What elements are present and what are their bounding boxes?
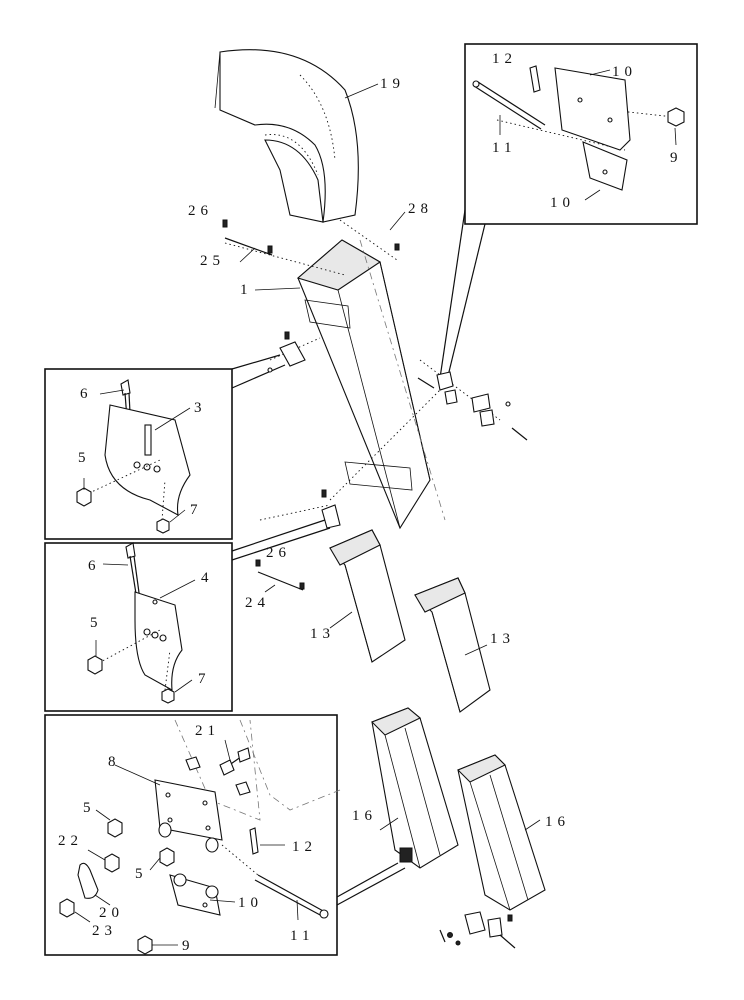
label-9-bottom: 9: [182, 938, 195, 954]
detail-bracket-3: [76, 379, 191, 534]
label-5-a: 5: [78, 450, 91, 466]
rod-24: [255, 559, 305, 591]
label-5-b: 5: [90, 615, 103, 631]
detail-hinge-assembly: [59, 719, 341, 955]
label-21: 21: [195, 723, 220, 739]
label-24: 24: [245, 595, 270, 611]
callout-labels: 19 26 28 25 1 12 10 11 9 10 6 3 5 7 6 4 …: [58, 51, 683, 954]
label-12-bottom: 12: [292, 839, 317, 855]
label-1: 1: [240, 282, 253, 298]
tube-16-left: [371, 707, 459, 869]
label-4: 4: [201, 570, 214, 586]
label-11-bottom: 11: [290, 928, 314, 944]
label-20: 20: [99, 905, 124, 921]
label-16-left: 16: [352, 808, 377, 824]
detail-pin-hinge: [472, 65, 685, 191]
tube-13-left: [329, 529, 406, 663]
tube-16-right: [457, 754, 546, 911]
label-leaders: [74, 69, 677, 946]
main-tube-1: [296, 239, 446, 530]
label-22: 22: [58, 833, 83, 849]
label-13-right: 13: [490, 631, 515, 647]
label-13-left: 13: [310, 626, 335, 642]
label-23: 23: [92, 923, 117, 939]
detail-box-bracket-4: [44, 542, 233, 712]
label-7-b: 7: [198, 671, 211, 687]
elbow-spout-19: [214, 49, 359, 223]
label-8: 8: [108, 754, 121, 770]
label-19: 19: [380, 76, 405, 92]
label-5-c: 5: [83, 800, 96, 816]
label-10-mid: 10: [550, 195, 575, 211]
label-6-b: 6: [88, 558, 101, 574]
label-25: 25: [200, 253, 225, 269]
label-5-d: 5: [135, 866, 148, 882]
tube-13-right: [414, 577, 491, 713]
label-12-top: 12: [492, 51, 517, 67]
detail-bracket-4: [87, 542, 183, 704]
label-9-top: 9: [670, 150, 683, 166]
label-10-top: 10: [612, 64, 637, 80]
hardware-bottom: [439, 911, 516, 949]
hardware-top: [222, 219, 528, 529]
detail-box-pin-hinge: [464, 43, 698, 225]
label-7-a: 7: [190, 502, 203, 518]
detail-leaders: [231, 209, 486, 906]
label-11-top: 11: [492, 140, 516, 156]
label-6-a: 6: [80, 386, 93, 402]
label-3: 3: [194, 400, 207, 416]
detail-box-bracket-3: [44, 368, 233, 540]
label-28: 28: [408, 201, 433, 217]
label-10-bottom: 10: [238, 895, 263, 911]
label-26-mid: 26: [266, 545, 291, 561]
detail-box-hinge-assembly: [44, 714, 338, 956]
label-26-top: 26: [188, 203, 213, 219]
label-16-right: 16: [545, 814, 570, 830]
